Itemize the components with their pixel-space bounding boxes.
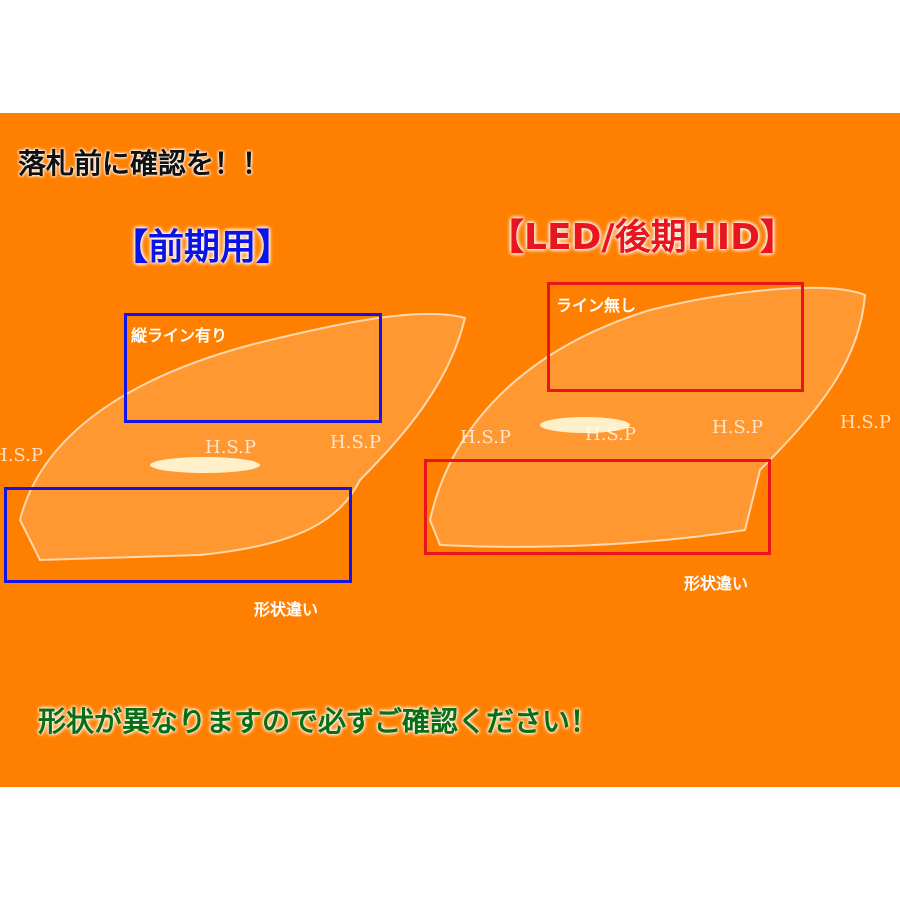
left-bottom-note: 形状違い: [254, 600, 319, 619]
left-bottom-highlight-box: [4, 487, 352, 583]
watermark: H.S.P: [460, 427, 511, 448]
right-top-highlight-box: [547, 282, 804, 392]
left-highlight: [150, 457, 260, 473]
right-label: 【LED/後期HID】: [488, 217, 796, 258]
watermark: H.S.P: [712, 417, 763, 438]
right-highlight: [540, 417, 630, 433]
footer-notice: 形状が異なりますので必ずご確認ください！: [38, 705, 599, 738]
watermark: H.S.P: [840, 412, 891, 433]
watermark: H.S.P: [0, 445, 43, 466]
left-headlight-lens: [18, 312, 467, 562]
left-top-note: 縦ライン有り: [131, 326, 228, 345]
right-bottom-highlight-box: [424, 459, 771, 555]
watermark: H.S.P: [585, 424, 636, 445]
right-headlight-lens: [428, 286, 867, 548]
left-top-highlight-box: [124, 313, 382, 423]
heading: 落札前に確認を！！: [18, 147, 271, 180]
watermark: H.S.P: [330, 432, 381, 453]
right-top-note: ライン無し: [556, 296, 637, 315]
right-bottom-note: 形状違い: [684, 574, 749, 593]
orange-panel: [0, 113, 900, 787]
left-label: 【前期用】: [112, 227, 293, 268]
watermark: H.S.P: [205, 437, 256, 458]
